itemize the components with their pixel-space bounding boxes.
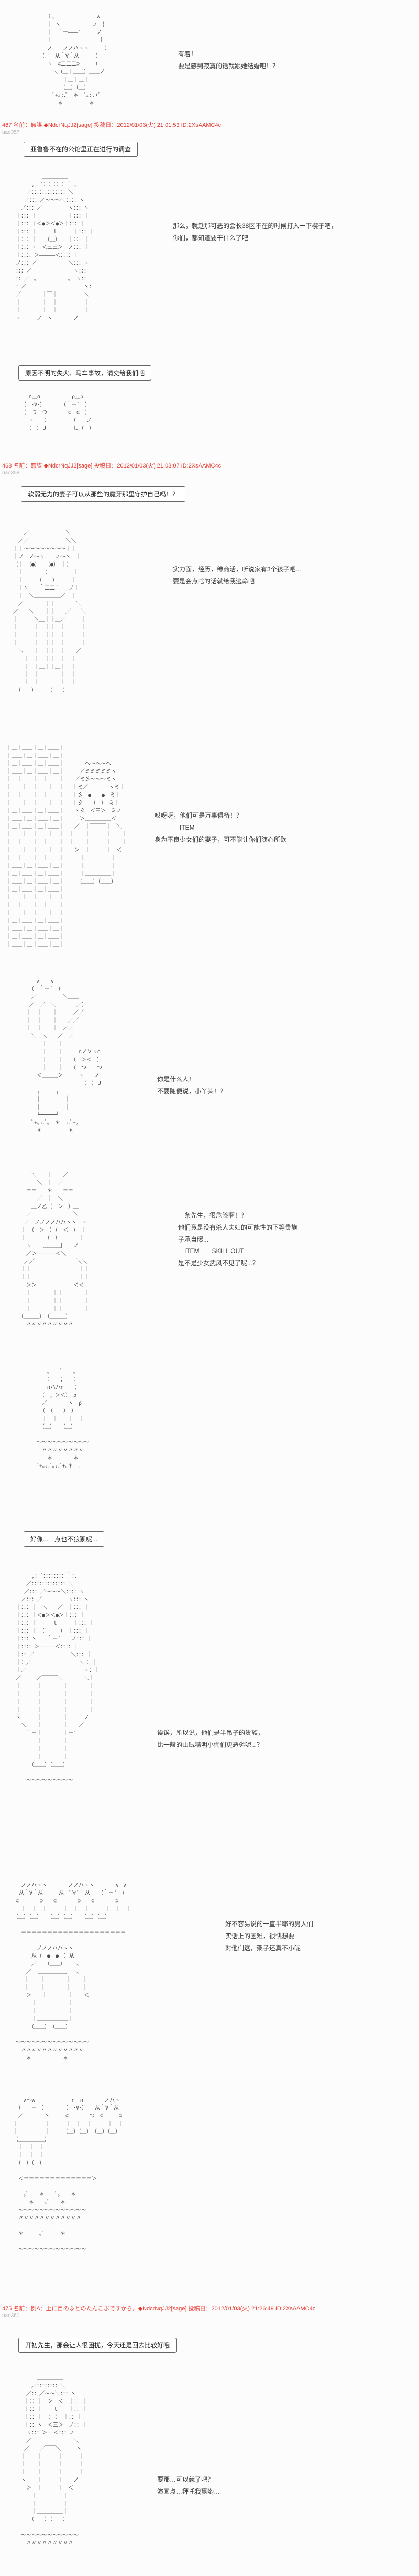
ascii-art-group-scene-lower: ∧～∧ ∩＿∩ ノハヽ （ ￣ー￣） （ ･∀･） 从＾∀＾从 ／ ヽ ⊂ つ … <box>13 2097 123 2253</box>
dialog-noble: 诶诶，所以说，他们是半吊子的贵族， 比一般的山贼精明小偷们更恶劣呢...？ <box>157 1729 264 1748</box>
post-468-watermark: uao358 <box>2 470 20 476</box>
dialog-men: 好不容易说的一直半耶的男人们 实话上的困难，很快想要 对他们这，架子还真不小呢 <box>225 1920 314 1952</box>
dialog-intro: 有着！ 要是感到寂寞的话就跟她结婚吧！？ <box>178 50 279 70</box>
ascii-art-hat-character: ＿＿＿＿＿＿＿ ／＿＿＿＿＿＿＿＼ ／／ ＼＼ ｜｜～～～～～～～～｜｜ ｜ノ … <box>13 523 86 693</box>
speech-bubble-wife: 软弱无力的妻子可以从那些的魔牙那里守护自己吗！？ <box>21 486 186 502</box>
post-475-header: 475 名前：例A：上に目のふとのたんこぶですから。◆NdcrNqJJ2[sag… <box>2 2306 316 2312</box>
ascii-art-longhair-standing: ＿＿＿＿＿ ,：´：：：：：：：：｀：、 ／：：：：：：：：：：：：：＼ ／：：… <box>16 1566 100 1784</box>
post-468-header: 468 名前：無謀 ◆NdcrNqJJ2[sage] 投稿日：2012/01/0… <box>2 463 222 469</box>
ascii-art-group-scene: ノノハヽヽ ノノハヽヽ ∧＿∧ 从＾∀＾从 从 ﾟ∀ﾟ 从 （｀ー´ ） ⊂ ⊃… <box>15 1883 131 2061</box>
speech-bubble-accidents: 原因不明的失火、马车事故，请交给我们吧 <box>18 365 152 381</box>
speech-bubble-survey: 亚鲁鲁不在的公馆里正在进行的调查 <box>24 142 138 157</box>
dialog-who-are-you: 你是什么人！ 不要随便说，小丫头！？ <box>157 1075 227 1095</box>
ascii-art-top-scene: ｉ、 ∧ ｜ ヽ ノ ｝ ｜ ｀ー―――´ ノ ｜ ｛ ノ ノノハヽヽ ） （ … <box>41 14 110 106</box>
speech-bubble-calm: 好像...一点也不狼狈呢... <box>24 1531 105 1547</box>
dialog-ending: 要那…可以就了吧？ 演画点…拜托我赢哟… <box>157 2476 220 2495</box>
ascii-art-leaping-figure: ＼ ｜ ／ ＼ ｜ ／ ＝＝ ＊ ＝＝ ／ ｜ ＼ ＿ノ乙（ ン ）＿ ／ ＼ … <box>20 1172 89 1328</box>
post-467-watermark: uao357 <box>2 129 20 135</box>
speech-bubble-leave: 开初先生，那会让人很困扰，今天还是回去比较好哦 <box>18 2338 177 2353</box>
post-475-watermark: uao361 <box>2 2313 20 2319</box>
ascii-art-brick-wall-scene: ｜＿｜＿＿｜＿｜＿＿｜ ｜＿＿｜＿｜＿＿｜＿｜ ｜＿｜＿＿｜＿｜＿＿｜ ヘ～ヘ～… <box>6 745 127 948</box>
ascii-art-kneeling-girl: ｡ ﾟ ｡ ： ； ： ∩ハハ∩ ； （ ；＞＜） ρ ／ ヽ ρ （ （ ） … <box>31 1369 89 1469</box>
ascii-art-longhair-man: ＿＿＿＿＿ ,：´：：：：：：：：｀：、 ／：：：：：：：：：：：：：＼ ／：：… <box>16 174 94 321</box>
dialog-trap: 一条先生，很危险啊！？ 他们竟是没有杀人夫妇的可能性的下等贵族 子承自曝... … <box>178 1212 298 1267</box>
ascii-art-two-minions: ∩＿∩ ρ＿ρ （ ･∀･） （｀ー´ ） （ つ つ ⊂ ⊂ ） ヽ ） （ … <box>23 394 94 431</box>
dialog-item-prepared: 哎呀呀，他们可是万事俱备！？ ITEM 身为不良少女们的妻子，可不能让你们随心所… <box>155 812 287 843</box>
post-467-header: 467 名前：無謀 ◆NdcrNqJJ2[sage] 投稿日：2012/01/0… <box>2 122 222 128</box>
ascii-art-confrontation: ∧＿＿∧ （ ｀ー´ ） ／ ＼＿＿ ／ ／￣＼ ／） ｜ ｜ ｜ ／／ ｜ ｜… <box>26 979 102 1134</box>
ascii-art-bottom-character: ＿＿＿＿＿ ／：：：：：：：：＼ ／：：／～～＼：：：ヽ ｜：：｜ ＞ ＜ ｜：… <box>20 2375 87 2546</box>
dialog-order: 那么，就趁那可恶的会长38区不在的时候打入一下楔子吧， 你们，都知道要干什么了吧 <box>173 222 337 242</box>
dialog-profile: 实力面，经历，绅商活，听说家有3个孩子吧... 要是会点啥的话就给我逃命吧 <box>173 566 301 585</box>
